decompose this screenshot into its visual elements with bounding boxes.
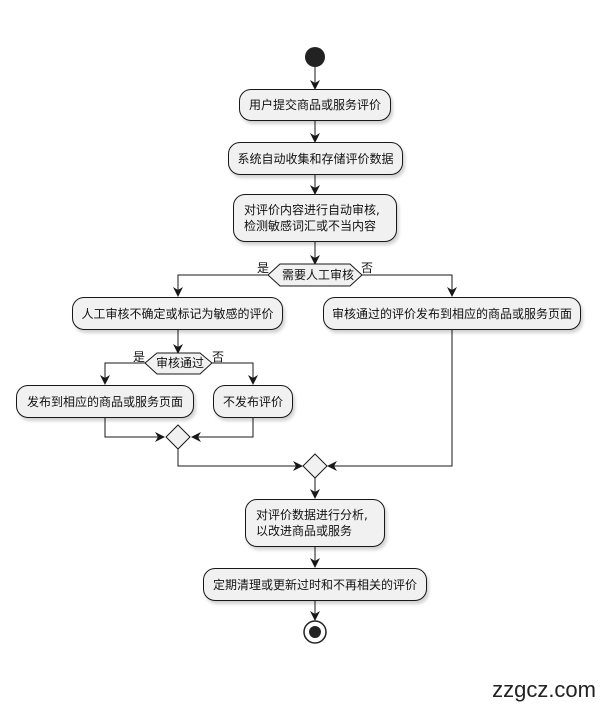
start-node [305,47,325,67]
decision-review-passed-label: 审核通过 [156,356,205,370]
activity-analyze-line1: 对评价数据进行分析, [256,508,368,522]
activity-manual-review: 人工审核不确定或标记为敏感的评价 [72,297,283,330]
activity-cleanup: 定期清理或更新过时和不再相关的评价 [203,568,427,601]
decision-review-passed-yes: 是 [133,350,146,364]
activity-manual-review-text: 人工审核不确定或标记为敏感的评价 [81,306,274,321]
activity-not-publish-text: 不发布评价 [223,394,284,409]
activity-analyze: 对评价数据进行分析, 以改进商品或服务 [245,499,385,547]
activity-publish-after-manual: 发布到相应的商品或服务页面 [16,385,194,418]
decision-need-manual-no: 否 [361,261,374,275]
activity-not-publish: 不发布评价 [213,385,293,418]
decision-review-passed-no: 否 [212,350,225,364]
activity-collect: 系统自动收集和存储评价数据 [228,142,403,175]
merge-diamond-inner [165,424,191,450]
activity-cleanup-text: 定期清理或更新过时和不再相关的评价 [213,577,418,592]
activity-submit-text: 用户提交商品或服务评价 [249,98,382,112]
watermark: zzgcz.com [492,677,596,702]
decision-need-manual-yes: 是 [257,261,270,275]
activity-publish-direct-text: 审核通过的评价发布到相应的商品或服务页面 [332,306,573,321]
activity-collect-text: 系统自动收集和存储评价数据 [237,151,394,166]
decision-need-manual-label: 需要人工审核 [282,268,355,282]
activity-publish-direct: 审核通过的评价发布到相应的商品或服务页面 [323,297,581,330]
activity-auto-review-line1: 对评价内容进行自动审核, [244,203,380,217]
activity-publish-after-manual-text: 发布到相应的商品或服务页面 [27,394,184,409]
activity-analyze-line2: 以改进商品或服务 [256,524,353,538]
merge-diamond-outer [302,453,328,479]
activity-auto-review-line2: 检测敏感词汇或不当内容 [244,219,377,233]
activity-submit: 用户提交商品或服务评价 [239,89,391,121]
end-node [303,620,327,644]
activity-auto-review: 对评价内容进行自动审核, 检测敏感词汇或不当内容 [233,194,397,242]
